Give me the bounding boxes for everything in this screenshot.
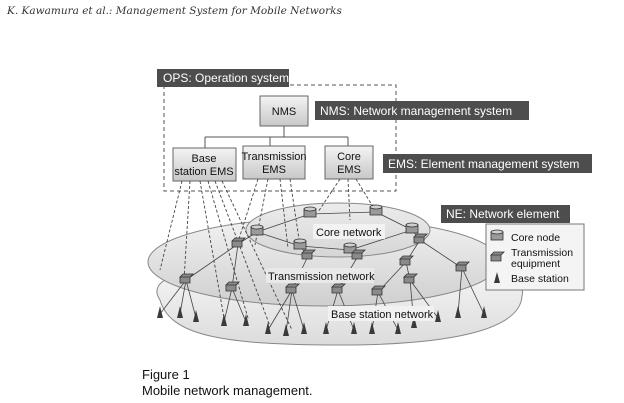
ops-label: OPS: Operation system — [163, 71, 289, 85]
nms-box — [259, 95, 309, 127]
nms-box-label: NMS — [272, 106, 296, 118]
transmission-node — [301, 249, 316, 260]
transmission-node — [403, 273, 418, 284]
core-node — [293, 238, 307, 250]
base-station — [395, 322, 401, 334]
base-station — [323, 322, 329, 334]
transmission-node — [399, 255, 414, 266]
transmission-network-label: Transmission network — [268, 271, 375, 283]
legend: Core node Transmission equipment Base st… — [485, 223, 585, 291]
base-station — [243, 314, 249, 326]
running-header: K. Kawamura et al.: Management System fo… — [7, 5, 342, 17]
core-node — [250, 224, 264, 236]
core-node — [343, 242, 357, 254]
core-ems-line1: Core — [337, 151, 361, 163]
ems-label-bg — [383, 154, 592, 173]
transmission-node — [331, 283, 346, 294]
legend-transmission-line1: Transmission — [511, 247, 573, 259]
legend-base-station-icon — [494, 272, 500, 283]
transmission-node — [225, 281, 240, 292]
base-station — [455, 306, 461, 318]
transmission-node — [455, 261, 470, 272]
legend-core-node-icon — [490, 229, 504, 241]
core-node — [405, 222, 419, 234]
ops-label-bg — [157, 69, 289, 87]
core-ems-box — [324, 145, 374, 180]
base-stations — [157, 306, 487, 336]
base-station — [283, 324, 289, 336]
base-station — [301, 322, 307, 334]
base-station-network-label-bg — [328, 306, 434, 321]
ne-label: NE: Network element — [446, 207, 560, 221]
transmission-node — [231, 237, 246, 248]
core-nodes — [250, 204, 419, 254]
base-station — [157, 306, 163, 318]
base-station-network-label: Base station network — [331, 309, 434, 321]
transmission-node — [351, 249, 366, 260]
base-station — [369, 322, 375, 334]
figure-caption-title: Figure 1 — [142, 367, 190, 382]
transmission-node — [413, 233, 428, 244]
base-ems-line2: station EMS — [174, 166, 233, 178]
base-station — [265, 322, 271, 334]
legend-base-station: Base station — [511, 273, 569, 285]
core-node — [303, 206, 317, 218]
core-network-label-bg — [313, 224, 385, 239]
base-station — [221, 314, 227, 326]
transmission-network-label-bg — [266, 268, 374, 283]
base-station — [411, 316, 417, 328]
ne-label-bg — [441, 205, 570, 223]
figure-caption-text: Mobile network management. — [142, 383, 313, 398]
core-network-label: Core network — [316, 227, 382, 239]
base-station — [193, 310, 199, 322]
trans-ems-line2: EMS — [262, 164, 286, 176]
legend-core-node: Core node — [511, 232, 560, 244]
base-station — [481, 306, 487, 318]
transmission-node — [371, 285, 386, 296]
ems-label: EMS: Element management system — [388, 157, 579, 171]
base-station — [177, 306, 183, 318]
base-station — [435, 310, 441, 322]
nms-tree-lines — [204, 126, 349, 148]
core-ems-line2: EMS — [337, 164, 361, 176]
transmission-node — [179, 273, 194, 284]
nms-label-bg — [315, 101, 529, 120]
transmission-node — [285, 283, 300, 294]
base-station — [351, 322, 357, 334]
transmission-equipment — [179, 233, 470, 296]
nms-label: NMS: Network management system — [320, 104, 512, 118]
legend-transmission-line2: equipment — [511, 258, 560, 270]
trans-ems-line1: Transmission — [242, 151, 307, 163]
legend-transmission-icon — [490, 251, 505, 262]
transmission-ems-box — [242, 145, 306, 180]
core-node — [369, 204, 383, 216]
base-ems-line1: Base — [191, 153, 216, 165]
base-station-ems-box — [172, 147, 237, 182]
